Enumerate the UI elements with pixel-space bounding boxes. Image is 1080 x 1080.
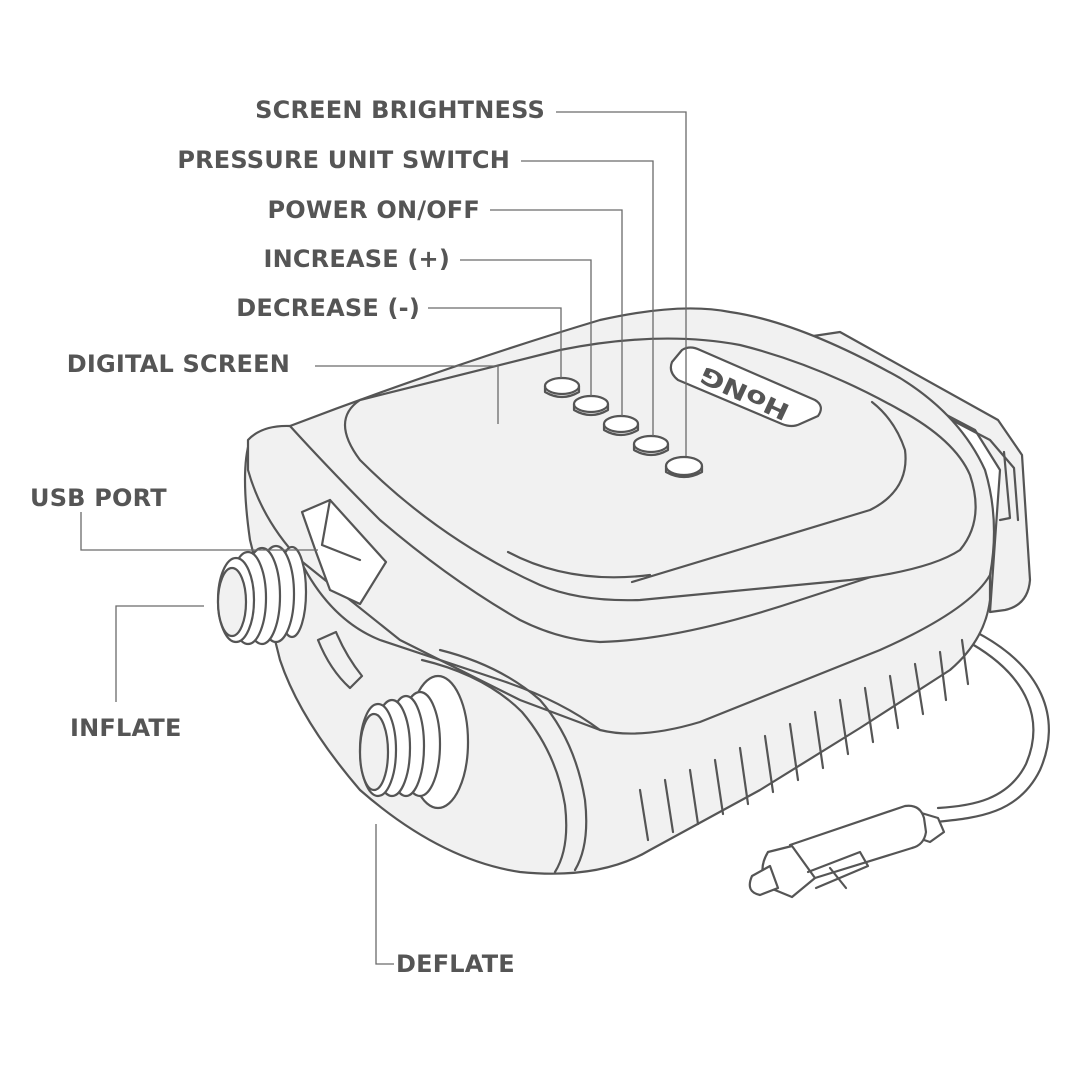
pressure-unit-button xyxy=(632,434,670,457)
label-decrease: DECREASE (-) xyxy=(236,294,420,322)
power-cord xyxy=(933,626,1050,824)
pump-body xyxy=(243,307,1032,875)
leader-power xyxy=(490,209,623,416)
leader-lines xyxy=(80,111,687,965)
brightness-button xyxy=(664,455,704,479)
car-plug xyxy=(748,804,946,899)
leader-pressure-unit-switch xyxy=(521,160,654,436)
label-inflate: INFLATE xyxy=(70,714,182,742)
inflate-valve xyxy=(216,544,308,646)
leader-decrease xyxy=(428,307,562,378)
label-power-on-off: POWER ON/OFF xyxy=(267,196,480,224)
power-button xyxy=(602,414,640,437)
control-buttons xyxy=(543,376,704,479)
label-deflate: DEFLATE xyxy=(396,950,515,978)
increase-button xyxy=(572,394,610,417)
label-usb-port: USB PORT xyxy=(30,484,167,512)
label-screen-brightness: SCREEN BRIGHTNESS xyxy=(255,96,545,124)
label-increase: INCREASE (+) xyxy=(263,245,450,273)
label-pressure-unit-switch: PRESSURE UNIT SWITCH xyxy=(177,146,510,174)
label-digital-screen: DIGITAL SCREEN xyxy=(66,350,290,378)
vent-slots xyxy=(638,638,970,842)
usb-port xyxy=(300,498,388,606)
leader-inflate xyxy=(115,605,204,702)
leader-digital-screen xyxy=(315,365,499,424)
leader-usb-port xyxy=(80,512,318,551)
leader-screen-brightness xyxy=(556,111,687,456)
leader-deflate xyxy=(375,824,394,965)
decrease-button xyxy=(543,376,581,399)
deflate-valve xyxy=(358,674,470,810)
leader-increase xyxy=(460,259,592,396)
